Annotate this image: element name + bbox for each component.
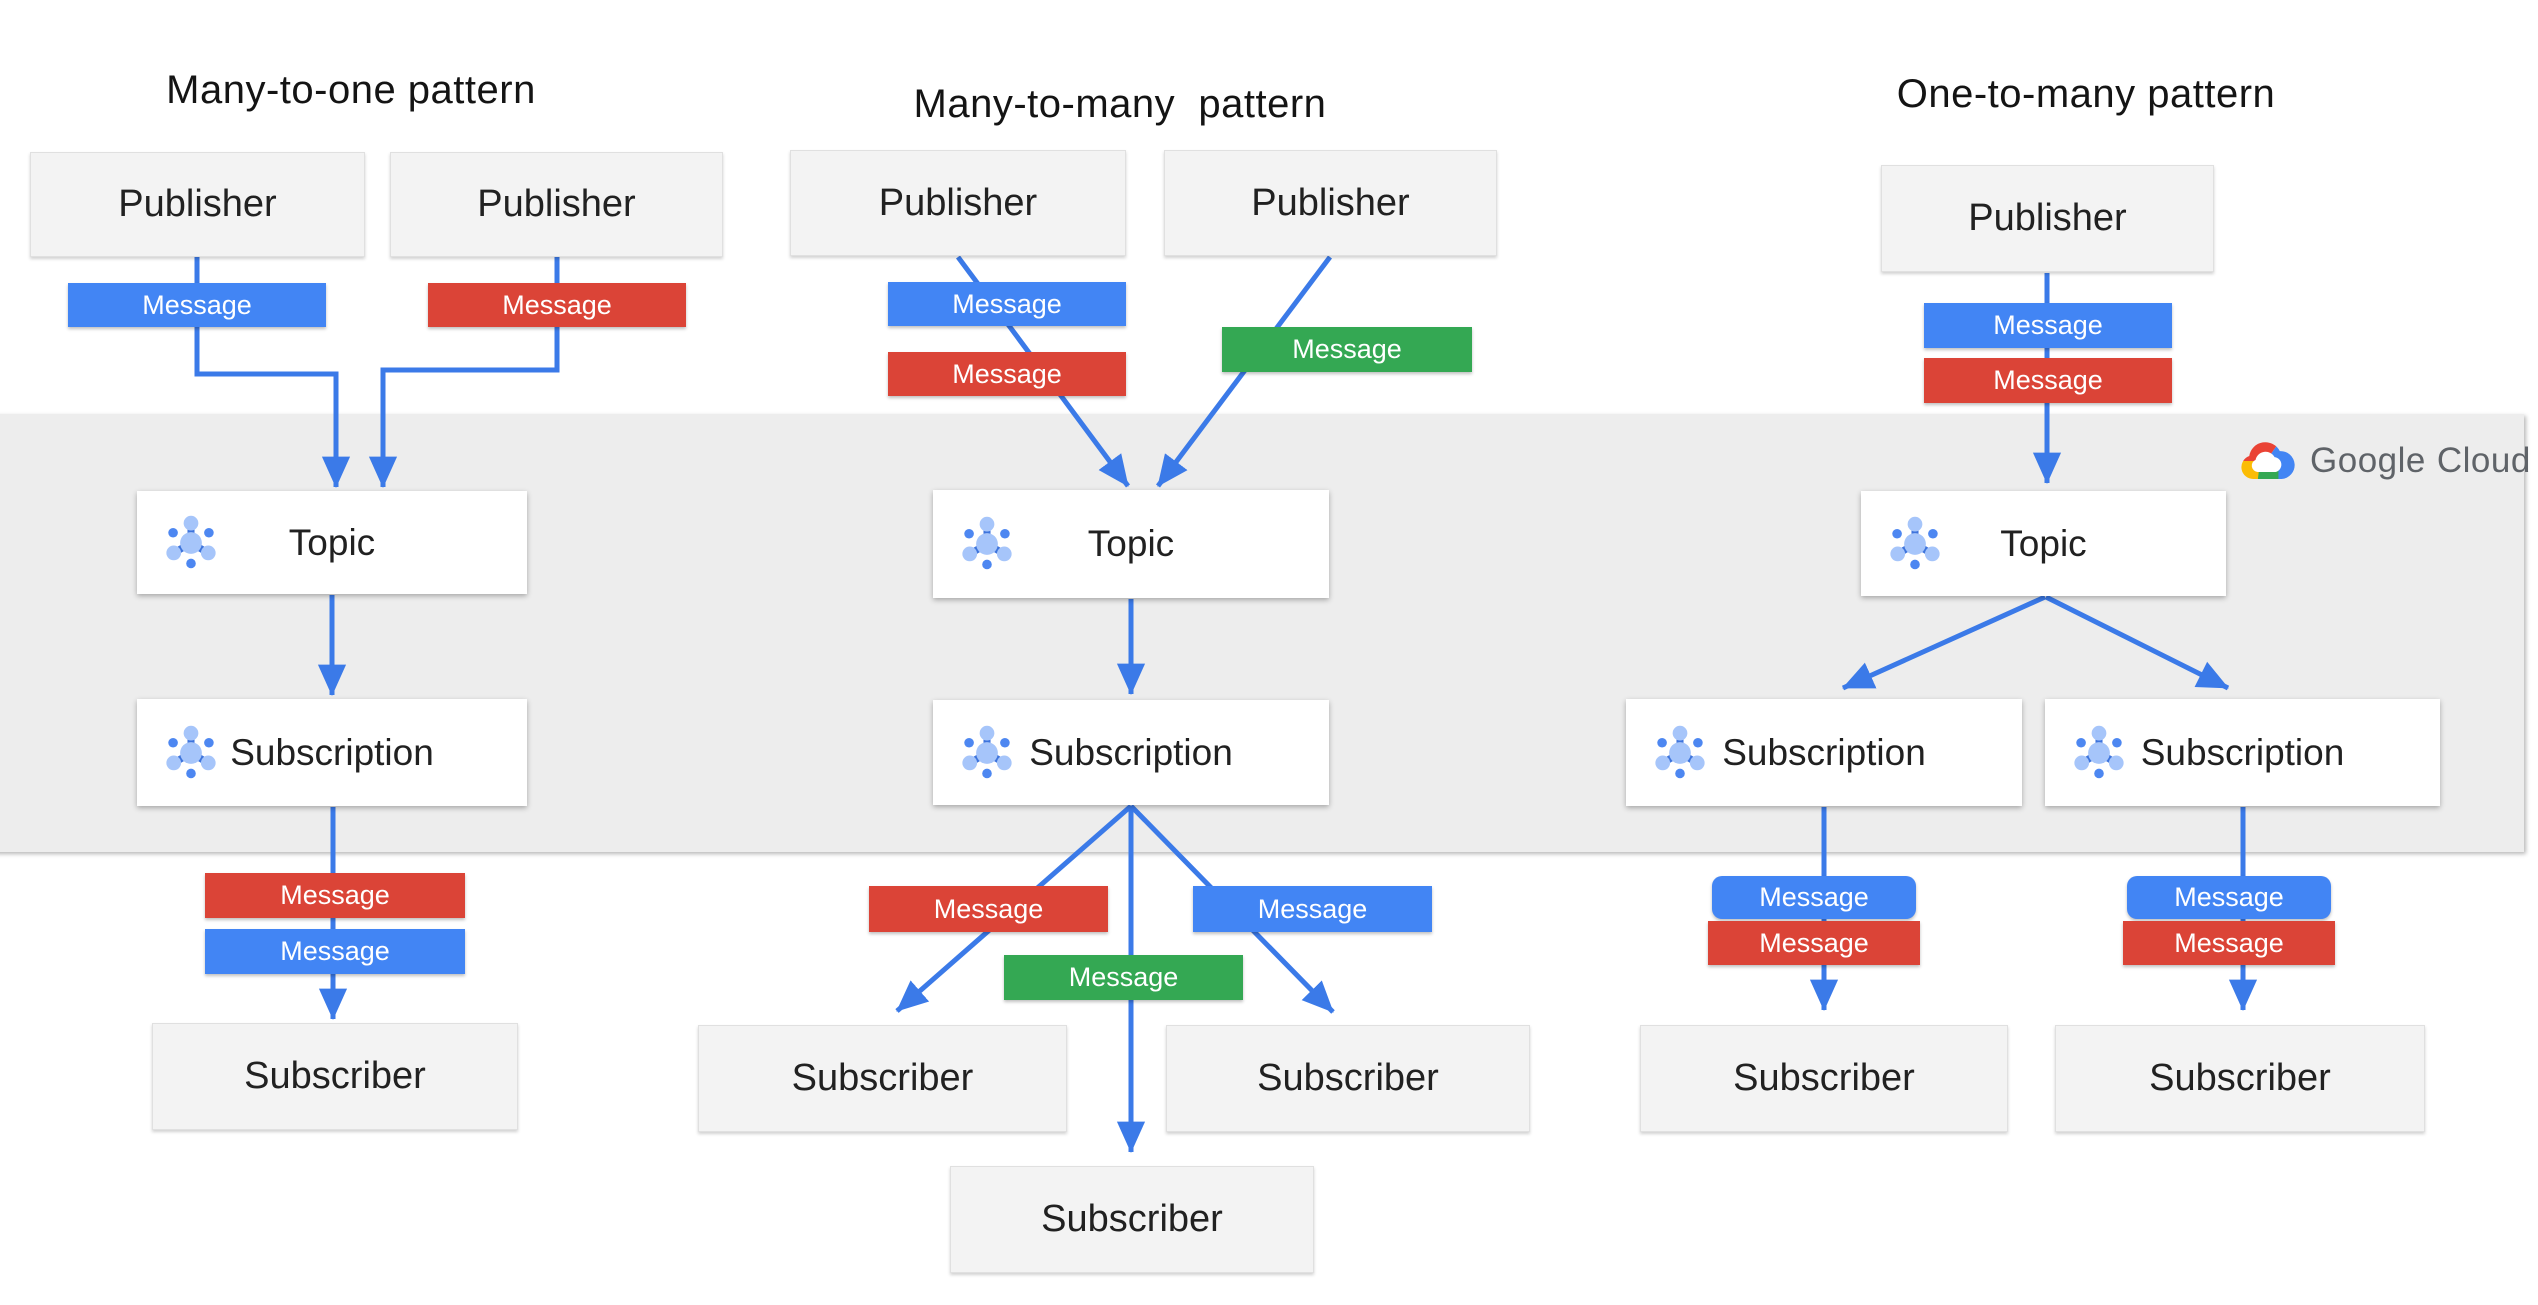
message-label: Message (502, 289, 612, 320)
message-label: Message (933, 893, 1044, 924)
publisher-label: Publisher (878, 181, 1038, 224)
publisher-label: Publisher (1968, 197, 2127, 239)
topic-box: Topic (1861, 491, 2226, 596)
message-label: Message (2174, 882, 2284, 912)
subscriber-box: Subscriber (950, 1166, 1314, 1273)
subscriber-box: Subscriber (152, 1023, 518, 1130)
message-label: Message (952, 288, 1062, 319)
subscriber-label: Subscriber (244, 1055, 426, 1097)
pubsub-subscription-icon (166, 725, 216, 778)
publisher-label: Publisher (477, 183, 636, 225)
message-badge-red: Message (1924, 358, 2172, 403)
message-label: Message (1257, 893, 1368, 924)
subscriber-box: Subscriber (2055, 1025, 2425, 1132)
topic-box: Topic (933, 490, 1329, 598)
arrow-p3-topic-to-subscription1 (1841, 594, 2047, 691)
message-badge-blue: Message (1712, 876, 1916, 919)
pubsub-topic-icon (166, 515, 216, 568)
google-cloud-logo: Google Cloud (2238, 438, 2531, 484)
message-label: Message (1759, 882, 1869, 912)
message-badge-red: Message (2123, 921, 2335, 965)
topic-label: Topic (1087, 523, 1175, 564)
subscription-label: Subscription (230, 731, 434, 773)
message-badge-red: Message (869, 886, 1108, 932)
subscription-label: Subscription (1722, 731, 1926, 773)
logo-cloud-text: Cloud (2436, 441, 2531, 480)
message-label: Message (280, 880, 390, 910)
message-label: Message (1993, 310, 2103, 340)
message-label: Message (952, 358, 1062, 389)
subscription-box: Subscription (1626, 699, 2022, 806)
message-label: Message (1292, 334, 1402, 364)
subscriber-box: Subscriber (1640, 1025, 2008, 1132)
message-label: Message (1993, 365, 2103, 395)
message-badge-blue: Message (1924, 303, 2172, 348)
message-label: Message (1759, 927, 1869, 958)
message-badge-blue: Message (205, 929, 465, 974)
pubsub-subscription-icon (1655, 725, 1705, 778)
logo-google-text: Google (2310, 441, 2426, 480)
subscriber-box: Subscriber (698, 1025, 1067, 1132)
message-badge-green: Message (1004, 955, 1243, 1000)
pubsub-subscription-icon (2074, 725, 2124, 778)
pubsub-topic-icon (962, 516, 1012, 570)
message-label: Message (1068, 962, 1179, 992)
message-badge-blue: Message (888, 282, 1126, 326)
publisher-box: Publisher (1164, 150, 1497, 256)
publisher-label: Publisher (1251, 181, 1410, 224)
pattern1-title: Many-to-one pattern (166, 68, 536, 112)
subscription-box: Subscription (137, 699, 527, 806)
subscriber-label: Subscriber (2149, 1057, 2331, 1099)
publisher-label: Publisher (118, 183, 277, 225)
topic-box: Topic (137, 491, 527, 594)
message-badge-blue: Message (1193, 886, 1432, 932)
pubsub-topic-icon (1890, 516, 1940, 569)
message-badge-red: Message (205, 873, 465, 918)
arrow-p3-topic-to-subscription2 (2044, 594, 2230, 691)
pubsub-subscription-icon (962, 725, 1012, 778)
subscriber-label: Subscriber (1733, 1057, 1915, 1099)
subscription-box: Subscription (933, 700, 1329, 805)
subscriber-label: Subscriber (1257, 1057, 1439, 1099)
message-label: Message (2174, 927, 2284, 958)
topic-label: Topic (288, 521, 376, 563)
message-label: Message (142, 289, 252, 320)
pattern3-title: One-to-many pattern (1896, 72, 2276, 116)
publisher-box: Publisher (1881, 165, 2214, 272)
subscriber-label: Subscriber (1041, 1198, 1223, 1240)
message-badge-blue: Message (2127, 876, 2331, 919)
subscriber-box: Subscriber (1166, 1025, 1530, 1132)
subscription-box: Subscription (2045, 699, 2440, 806)
message-badge-red: Message (1708, 921, 1920, 965)
message-badge-blue: Message (68, 283, 326, 327)
message-badge-red: Message (428, 283, 686, 327)
message-badge-red: Message (888, 352, 1126, 396)
pattern2-title: Many-to-many pattern (913, 82, 1327, 126)
topic-label: Topic (2000, 522, 2087, 564)
publisher-box: Publisher (790, 150, 1126, 256)
message-badge-green: Message (1222, 327, 1472, 372)
message-label: Message (280, 936, 390, 966)
subscription-label: Subscription (1029, 731, 1233, 773)
subscriber-label: Subscriber (791, 1057, 974, 1099)
publisher-box: Publisher (390, 152, 723, 257)
subscription-label: Subscription (2140, 731, 2345, 773)
google-cloud-icon (2241, 442, 2295, 480)
publisher-box: Publisher (30, 152, 365, 257)
